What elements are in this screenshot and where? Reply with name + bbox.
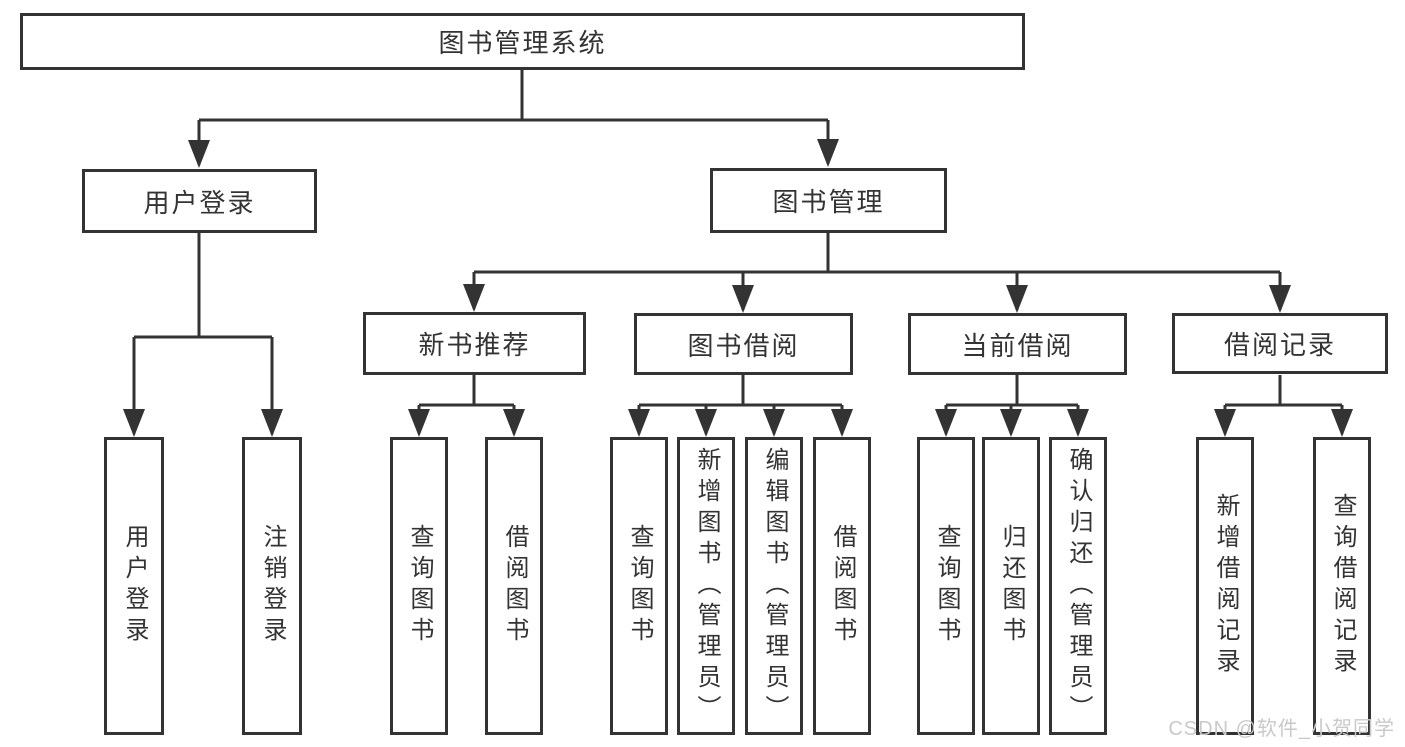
node-ts-edit-book-admin: 编辑图书（管理员） xyxy=(745,437,803,735)
arrowhead-icon xyxy=(1067,409,1089,437)
connector-line xyxy=(417,375,516,434)
connector-root-to-level2 xyxy=(188,70,839,168)
node-label: 图书借阅 xyxy=(687,330,800,361)
connector-line xyxy=(1223,375,1344,434)
node-label: 借阅图书 xyxy=(501,524,528,648)
node-label: 用户登录 xyxy=(121,524,148,648)
arrowhead-icon xyxy=(695,409,717,437)
node-label: 新增借阅记录 xyxy=(1212,493,1239,679)
node-label: 查询图书 xyxy=(406,524,433,648)
node-dq-return-book: 归还图书 xyxy=(982,437,1040,735)
node-dq-query-book: 查询图书 xyxy=(917,437,975,735)
arrowhead-icon xyxy=(1000,409,1022,437)
node-label: 当前借阅 xyxy=(961,330,1074,361)
connector-line xyxy=(637,375,844,434)
arrowhead-icon xyxy=(817,139,839,167)
arrowhead-icon xyxy=(408,409,430,437)
arrowhead-icon xyxy=(188,140,210,168)
node-label: 查询图书 xyxy=(626,524,653,648)
arrowhead-icon xyxy=(628,409,650,437)
arrowhead-icon xyxy=(831,409,853,437)
connector-line xyxy=(944,375,1080,434)
connector-book-borrowing-children xyxy=(628,375,853,437)
arrowhead-icon xyxy=(463,284,485,312)
arrowhead-icon xyxy=(1006,285,1028,313)
node-ul-logout: 注销登录 xyxy=(242,437,302,735)
arrowhead-icon xyxy=(1331,409,1353,437)
node-library-system: 图书管理系统 xyxy=(20,13,1025,70)
node-label: 确认归还（管理员） xyxy=(1065,446,1092,726)
arrowhead-icon xyxy=(1214,409,1236,437)
node-jy-add-borrow-record: 新增借阅记录 xyxy=(1196,437,1254,735)
node-label: 查询借阅记录 xyxy=(1329,493,1356,679)
node-dq-confirm-return-admin: 确认归还（管理员） xyxy=(1049,437,1107,735)
connector-borrow-records-children xyxy=(1214,375,1353,437)
node-label: 借阅记录 xyxy=(1223,330,1336,360)
csdn-watermark: CSDN @软件_小贺同学 xyxy=(1168,718,1395,740)
node-book-borrowing: 图书借阅 xyxy=(634,313,853,375)
arrowhead-icon xyxy=(503,409,525,437)
node-ul-user-login: 用户登录 xyxy=(104,437,164,735)
arrowhead-icon xyxy=(261,409,283,437)
node-label: 图书管理 xyxy=(772,187,885,217)
node-ts-borrow-book: 借阅图书 xyxy=(813,437,871,735)
connector-user-login-children xyxy=(123,233,283,437)
node-label: 新增图书（管理员） xyxy=(693,446,720,726)
node-xs-borrow-book: 借阅图书 xyxy=(485,437,543,735)
node-borrow-records: 借阅记录 xyxy=(1172,313,1388,374)
node-ts-add-book-admin: 新增图书（管理员） xyxy=(677,437,735,735)
node-new-book-recommend: 新书推荐 xyxy=(363,312,586,375)
node-ts-query-book: 查询图书 xyxy=(610,437,668,735)
node-label: 查询图书 xyxy=(933,524,960,648)
arrowhead-icon xyxy=(1269,285,1291,313)
arrowhead-icon xyxy=(935,409,957,437)
connector-book-management-to-level3 xyxy=(463,233,1291,313)
node-label: 借阅图书 xyxy=(829,524,856,648)
connector-line xyxy=(197,70,830,165)
node-user-login: 用户登录 xyxy=(82,169,317,233)
node-label: 用户登录 xyxy=(143,187,256,218)
connector-line xyxy=(472,233,1282,310)
arrowhead-icon xyxy=(123,409,145,437)
arrowhead-icon xyxy=(732,285,754,313)
connector-current-borrowing-children xyxy=(935,375,1089,437)
node-label: 新书推荐 xyxy=(418,330,531,360)
node-jy-query-borrow-record: 查询借阅记录 xyxy=(1313,437,1371,735)
connector-new-book-recommend-children xyxy=(408,375,525,437)
node-current-borrowing: 当前借阅 xyxy=(908,313,1127,375)
node-label: 归还图书 xyxy=(998,524,1025,648)
node-label: 图书管理系统 xyxy=(438,28,607,58)
node-label: 编辑图书（管理员） xyxy=(761,446,788,726)
connector-line xyxy=(132,233,274,434)
node-label: 注销登录 xyxy=(259,524,286,648)
arrowhead-icon xyxy=(763,409,785,437)
node-xs-query-book: 查询图书 xyxy=(390,437,448,735)
node-book-management: 图书管理 xyxy=(710,168,947,233)
